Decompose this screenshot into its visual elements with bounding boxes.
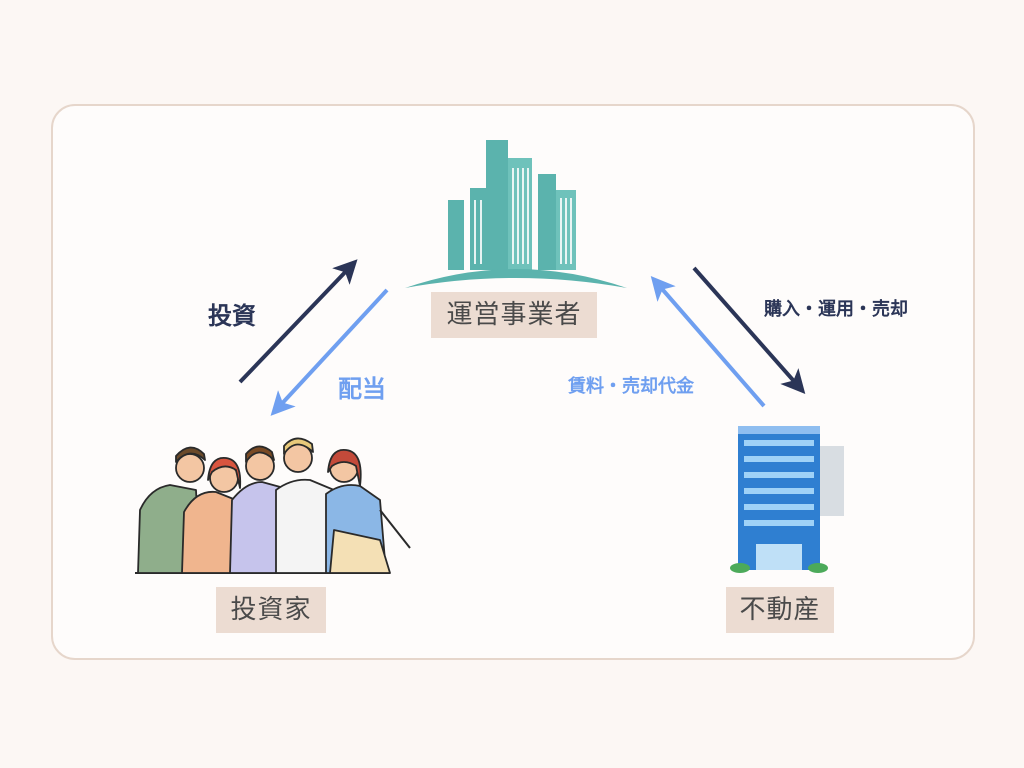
purchase-arrow xyxy=(692,266,806,394)
investment-arrow xyxy=(238,259,358,384)
rent-sale-proceeds-label: 賃料・売却代金 xyxy=(568,376,694,397)
city-skyline-icon xyxy=(405,140,627,288)
purchase-operation-sale-label: 購入・運用・売却 xyxy=(764,299,908,320)
rent-arrow xyxy=(650,275,766,408)
operator-label: 運営事業者 xyxy=(431,292,597,338)
investment-label: 投資 xyxy=(208,302,256,330)
dividend-arrow xyxy=(270,288,389,416)
office-building-icon xyxy=(730,426,844,573)
real-estate-label: 不動産 xyxy=(726,587,834,633)
people-group-icon xyxy=(135,437,411,574)
dividend-label: 配当 xyxy=(338,375,386,403)
investors-label: 投資家 xyxy=(216,587,326,633)
